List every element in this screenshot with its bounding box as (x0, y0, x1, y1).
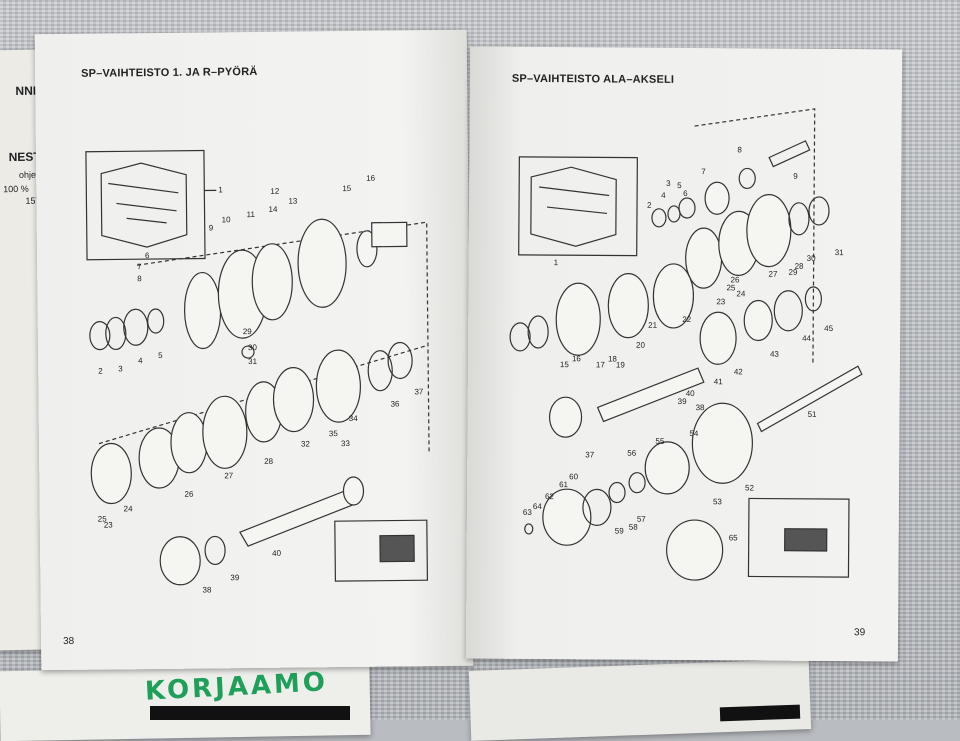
housing-sketch (101, 163, 187, 248)
part-label: 55 (655, 437, 665, 446)
part-label: 13 (288, 197, 298, 206)
part-label: 30 (807, 254, 817, 263)
left-sheet-fragment: 100 % (3, 184, 29, 194)
part-label: 12 (270, 187, 280, 196)
part-label: 35 (329, 429, 339, 438)
part-label: 8 (737, 145, 742, 154)
part-label: 4 (661, 191, 666, 200)
left-exploded-diagram: 1 2 3 4 5 6 7 8 9 10 11 12 13 14 15 16 2… (35, 30, 474, 670)
part-label: 57 (637, 515, 647, 524)
bottom-print-strip (150, 706, 350, 720)
part-label: 38 (202, 585, 212, 594)
part-label: 30 (248, 343, 258, 352)
part-label: 11 (247, 210, 256, 219)
right-page: SP–VAIHTEISTO ALA–AKSELI (466, 46, 902, 661)
part-label: 20 (636, 341, 646, 350)
part-label: 63 (523, 508, 533, 517)
part-label: 62 (545, 492, 555, 501)
part-label: 24 (736, 289, 746, 298)
part-label: 31 (248, 357, 258, 366)
part-label: 7 (137, 262, 142, 271)
part-label: 4 (138, 356, 143, 365)
part-label: 37 (585, 450, 595, 459)
left-page: SP–VAIHTEISTO 1. JA R–PYÖRÄ (35, 30, 474, 670)
part-label: 5 (158, 351, 163, 360)
left-page-number: 38 (63, 636, 74, 647)
part-label: 27 (769, 270, 779, 279)
part-label: 22 (682, 315, 692, 324)
part-label: 61 (559, 480, 569, 489)
right-page-number: 39 (854, 627, 865, 638)
part-label: 15 (560, 360, 570, 369)
part-label: 37 (414, 387, 424, 396)
part-label: 6 (683, 189, 688, 198)
part-label: 24 (124, 504, 134, 513)
part-label: 34 (349, 414, 359, 423)
part-label: 51 (808, 410, 818, 419)
part-label: 17 (596, 360, 606, 369)
part-label: 6 (145, 251, 150, 260)
right-exploded-diagram: 1 2 3 4 5 6 7 8 9 15 16 17 18 19 20 21 2… (466, 46, 902, 661)
part-label: 32 (301, 439, 311, 448)
part-label: 40 (272, 549, 282, 558)
part-label: 9 (209, 223, 214, 232)
housing-sketch (531, 167, 617, 247)
part-label: 19 (616, 361, 626, 370)
part-label: 52 (745, 483, 755, 492)
part-label: 45 (824, 324, 834, 333)
part-label: 28 (264, 457, 274, 466)
part-label: 7 (701, 167, 706, 176)
housing-inset-frame (86, 151, 205, 260)
part-label: 65 (729, 533, 739, 542)
part-label: 15 (342, 184, 352, 193)
part-label: 39 (230, 573, 240, 582)
part-label: 16 (366, 174, 376, 183)
part-label: 59 (615, 527, 625, 536)
part-label: 33 (341, 439, 351, 448)
housing-inset-frame (519, 157, 638, 256)
part-label: 14 (268, 205, 278, 214)
part-label: 1 (218, 185, 223, 194)
part-label: 54 (689, 429, 699, 438)
part-label: 29 (243, 327, 253, 336)
part-label: 31 (835, 248, 845, 257)
part-label: 25 (98, 515, 108, 524)
part-label: 2 (647, 201, 652, 210)
part-label: 8 (137, 274, 142, 283)
part-label: 53 (713, 497, 723, 506)
part-label: 2 (98, 367, 103, 376)
part-label: 3 (666, 179, 671, 188)
part-label: 23 (716, 297, 726, 306)
part-label: 5 (677, 181, 682, 190)
part-label: 42 (734, 367, 744, 376)
part-label: 25 (726, 283, 736, 292)
part-label: 27 (224, 471, 234, 480)
part-label: 10 (222, 215, 232, 224)
part-label: 60 (569, 472, 579, 481)
part-label: 36 (391, 399, 401, 408)
part-label: 39 (678, 397, 688, 406)
part-label: 16 (572, 354, 582, 363)
part-label: 1 (554, 258, 559, 267)
part-label: 9 (793, 172, 798, 181)
part-label: 44 (802, 334, 812, 343)
part-label: 58 (629, 523, 639, 532)
part-label: 41 (714, 377, 724, 386)
bottom-right-sheet (469, 659, 811, 741)
part-label: 26 (184, 490, 194, 499)
part-label: 29 (789, 268, 799, 277)
part-label: 56 (627, 449, 637, 458)
bottom-print-strip-right (720, 705, 800, 722)
part-label: 43 (770, 350, 780, 359)
part-label: 26 (730, 275, 740, 284)
part-label: 3 (118, 364, 123, 373)
part-label: 21 (648, 321, 658, 330)
part-label: 64 (533, 502, 543, 511)
part-label: 40 (686, 389, 696, 398)
part-label: 38 (696, 403, 706, 412)
